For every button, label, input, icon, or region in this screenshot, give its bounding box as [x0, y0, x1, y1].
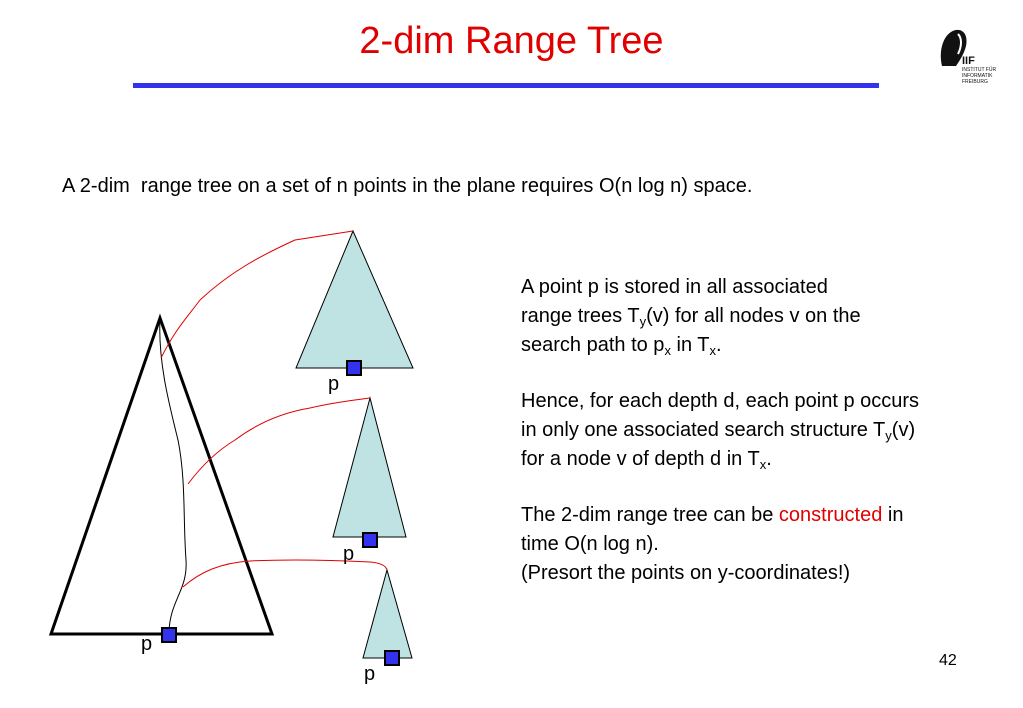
point-label-tree-2: p [343, 543, 354, 565]
construction-line-3: (Presort the points on y-coordinates!) [521, 562, 851, 584]
link-to-tree-1 [160, 230, 354, 359]
logo-emblem-cut [957, 33, 962, 55]
point-label-tree-1: p [328, 373, 339, 395]
depth-line-1: Hence, for each depth d, each point p oc… [521, 390, 920, 412]
intro-statement: A 2-dim range tree on a set of n points … [62, 175, 753, 197]
point-marker-tree-2 [362, 532, 378, 548]
depth-line-3: for a node v of depth d in Tx. [521, 448, 772, 472]
page-number: 42 [939, 652, 957, 669]
primary-tree [48, 313, 275, 636]
university-logo: IIF INSTITUT FÜR INFORMATIK FREIBURG [940, 29, 996, 85]
associated-tree-1 [295, 229, 414, 369]
point-label-tree-3: p [364, 663, 375, 685]
paragraph-storage: A point p is stored in all associated ra… [521, 273, 861, 360]
construction-line-2: time O(n log n). [521, 533, 659, 555]
associated-tree-2 [332, 396, 407, 538]
associated-tree-3 [362, 568, 413, 659]
storage-line-1: A point p is stored in all associated [521, 276, 828, 298]
highlight-constructed: constructed [778, 504, 883, 526]
storage-line-2: range trees Ty(v) for all nodes v on the [521, 305, 861, 329]
construction-line-1: The 2-dim range tree can be constructed … [521, 504, 904, 526]
search-path [159, 317, 187, 633]
paragraph-depth: Hence, for each depth d, each point p oc… [521, 387, 919, 474]
point-marker-tree-3 [384, 650, 400, 666]
logo-caption-line2: INFORMATIK [962, 73, 993, 79]
point-label-primary: p [141, 633, 152, 655]
logo-caption-line1: INSTITUT FÜR [962, 66, 996, 73]
logo-letters: IIF [962, 55, 975, 67]
link-to-tree-2 [187, 397, 371, 485]
paragraph-construction: The 2-dim range tree can be constructed … [521, 501, 903, 588]
slide-title: 2-dim Range Tree [359, 20, 664, 62]
link-to-tree-3 [182, 559, 388, 588]
title-underline [133, 83, 879, 88]
depth-line-2: in only one associated search structure … [521, 419, 916, 443]
storage-line-3: search path to px in Tx. [521, 334, 722, 358]
logo-caption-line3: FREIBURG [962, 79, 988, 85]
point-marker-primary [161, 627, 177, 643]
point-marker-tree-1 [346, 360, 362, 376]
